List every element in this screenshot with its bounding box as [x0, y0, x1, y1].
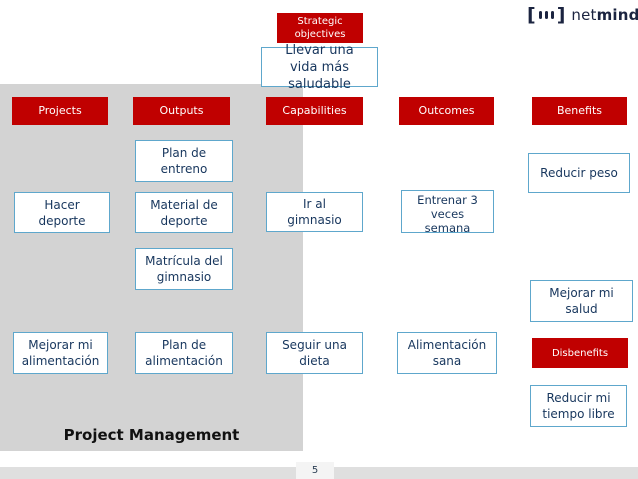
- strategic-objectives-box: Strategic objectives: [277, 13, 363, 43]
- logo-text-net: net: [571, 6, 597, 24]
- node-reducir-peso: Reducir peso: [528, 153, 630, 193]
- node-hacer-deporte: Hacer deporte: [14, 192, 110, 233]
- node-alimentacion-sana: Alimentación sana: [397, 332, 497, 374]
- disbenefits-box: Disbenefits: [532, 338, 628, 368]
- column-header-benefits: Benefits: [532, 97, 627, 125]
- project-management-title: Project Management: [63, 426, 240, 444]
- node-entrenar-3-veces-semana: Entrenar 3 veces semana: [401, 190, 494, 235]
- logo-bar-icon: [544, 11, 548, 19]
- node-matricula-del-gimnasio: Matrícula del gimnasio: [135, 248, 233, 290]
- node-material-de-deporte: Material de deporte: [135, 192, 233, 233]
- netmind-logo: [ ] net mind: [527, 4, 638, 26]
- logo-bracket-right-icon: ]: [556, 4, 566, 26]
- logo-bar-icon: [538, 11, 542, 19]
- node-reducir-mi-tiempo-libre: Reducir mi tiempo libre: [530, 385, 627, 427]
- node-ir-al-gimnasio: Ir al gimnasio: [266, 192, 363, 232]
- node-plan-de-entreno: Plan de entreno: [135, 140, 233, 182]
- node-mejorar-mi-salud: Mejorar mi salud: [530, 280, 633, 322]
- column-header-outcomes: Outcomes: [399, 97, 494, 125]
- logo-bar-icon: [550, 11, 554, 19]
- logo-bars-icon: [538, 11, 554, 19]
- logo-text-mind: mind: [596, 6, 638, 24]
- node-seguir-una-dieta: Seguir una dieta: [266, 332, 363, 374]
- column-header-outputs: Outputs: [133, 97, 230, 125]
- logo-bracket-left-icon: [: [527, 4, 536, 26]
- node-plan-de-alimentacion: Plan de alimentación: [135, 332, 233, 374]
- column-header-projects: Projects: [12, 97, 108, 125]
- vision-box: Llevar una vida más saludable: [261, 43, 378, 92]
- node-mejorar-mi-alimentacion: Mejorar mi alimentación: [13, 332, 108, 374]
- column-header-capabilities: Capabilities: [266, 97, 363, 125]
- page-number: 5: [296, 462, 334, 479]
